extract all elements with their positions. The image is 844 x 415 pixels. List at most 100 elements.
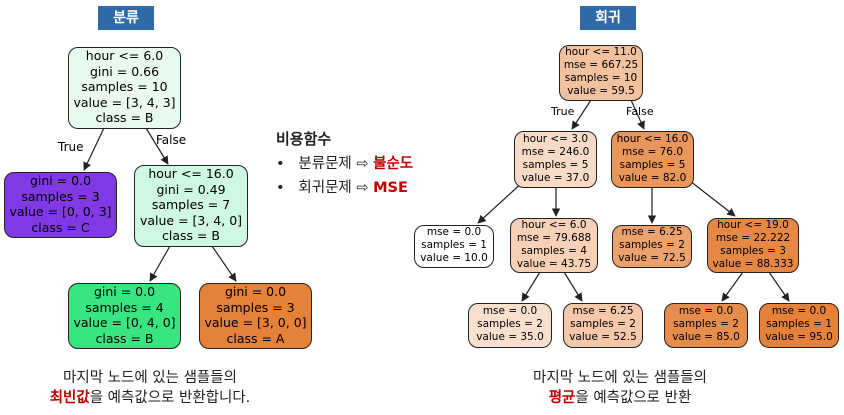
cost-note-text: 분류문제 ⇨ — [298, 156, 374, 172]
node-line: mse = 6.25 — [572, 305, 634, 317]
edge-reg-n6-left — [721, 271, 744, 302]
node-line: value = 10.0 — [420, 252, 488, 264]
node-line: value = 37.0 — [521, 171, 590, 184]
node-line: samples = 1 — [766, 318, 832, 330]
node-line: samples = 2 — [570, 318, 636, 330]
edge-reg-n4-right — [563, 271, 583, 302]
node-line: mse = 0.0 — [771, 305, 827, 317]
node-line: mse = 667.25 — [563, 59, 639, 71]
edge-reg-n1-left — [477, 180, 525, 224]
node-line: gini = 0.0 — [224, 284, 287, 299]
cost-note-text: 회귀문제 ⇨ — [298, 180, 374, 196]
node-line: value = 72.5 — [618, 252, 686, 264]
node-line: hour <= 6.0 — [85, 48, 164, 64]
node-line: samples = 10 — [81, 79, 168, 95]
node-line: class = B — [95, 330, 154, 346]
node-line: hour <= 16.0 — [148, 166, 234, 182]
node-line: samples = 2 — [619, 239, 685, 251]
node-line: samples = 2 — [477, 318, 543, 330]
node-line: gini = 0.66 — [89, 63, 160, 79]
node-line: class = B — [95, 110, 154, 126]
node-line: hour <= 6.0 — [521, 219, 587, 231]
node-line: samples = 5 — [619, 158, 686, 171]
node-line: class = B — [161, 228, 221, 244]
node-line: value = 43.75 — [516, 258, 592, 270]
node-line: hour <= 19.0 — [717, 219, 789, 231]
node-line: value = [0, 4, 0] — [73, 315, 176, 330]
caption-keyword: 최빈값 — [49, 390, 90, 406]
node-line: mse = 246.0 — [521, 145, 590, 158]
cost-function-note: 비용함수 • 분류문제 ⇨ 불순도 • 회귀문제 ⇨ MSE — [276, 128, 413, 197]
node-line: mse = 22.222 — [715, 232, 791, 244]
node-line: samples = 4 — [521, 245, 587, 257]
edge-reg-root-left — [571, 99, 592, 130]
cost-note-item-classification: • 분류문제 ⇨ 불순도 — [276, 152, 413, 173]
node-line: mse = 76.0 — [621, 145, 683, 158]
node-line: hour <= 3.0 — [522, 132, 589, 145]
edge-reg-root-right — [630, 99, 645, 130]
node-line: value = 88.333 — [712, 258, 794, 270]
node-line: samples = 5 — [522, 158, 589, 171]
node-line: value = 35.0 — [476, 331, 544, 343]
node-line: samples = 3 — [21, 188, 100, 204]
caption-line1: 마지막 노드에 있는 샘플들의 — [63, 370, 237, 386]
regression-title: 회귀 — [580, 6, 636, 30]
node-line: samples = 10 — [564, 72, 638, 84]
cost-note-keyword: 불순도 — [373, 156, 414, 172]
caption-keyword: 평균 — [548, 390, 576, 406]
cls-true-label: True — [58, 140, 84, 154]
caption-line2: 최빈값을 예측값으로 반환합니다. — [0, 388, 300, 408]
node-line: value = 85.0 — [672, 331, 740, 343]
node-line: gini = 0.0 — [93, 284, 156, 299]
caption-line1: 마지막 노드에 있는 샘플들의 — [533, 370, 707, 386]
node-line: class = A — [226, 330, 285, 346]
edge-cls-n2-left — [149, 245, 171, 282]
node-line: samples = 2 — [673, 318, 739, 330]
node-line: mse = 0.0 — [678, 305, 734, 317]
node-line: samples = 7 — [151, 197, 231, 213]
node-line: hour <= 11.0 — [565, 46, 637, 58]
classification-title: 분류 — [98, 6, 154, 30]
node-line: samples = 4 — [85, 299, 164, 315]
classification-caption: 마지막 노드에 있는 샘플들의 최빈값을 예측값으로 반환합니다. — [0, 368, 300, 408]
node-line: value = [3, 4, 0] — [139, 212, 243, 228]
node-line: value = [3, 4, 3] — [73, 94, 176, 110]
node-line: mse = 6.25 — [621, 226, 683, 238]
edge-reg-n6-right — [768, 271, 790, 302]
caption-line2: 평균을 예측값으로 반환 — [470, 388, 770, 408]
reg-false-label: False — [626, 105, 654, 118]
node-line: gini = 0.0 — [29, 173, 92, 188]
cost-note-keyword: MSE — [373, 180, 408, 196]
reg-true-label: True — [551, 105, 575, 118]
edge-cls-n2-right — [211, 245, 237, 282]
cost-note-heading: 비용함수 — [276, 130, 332, 148]
node-line: samples = 1 — [421, 239, 487, 251]
cost-note-item-regression: • 회귀문제 ⇨ MSE — [276, 176, 413, 197]
node-line: samples = 3 — [720, 245, 786, 257]
caption-rest: 을 예측값으로 반환 — [575, 390, 692, 406]
node-line: value = [3, 0, 0] — [204, 315, 307, 330]
node-line: samples = 3 — [216, 299, 295, 315]
node-line: mse = 0.0 — [482, 305, 538, 317]
regression-caption: 마지막 노드에 있는 샘플들의 평균을 예측값으로 반환 — [470, 368, 770, 408]
node-line: mse = 79.688 — [516, 232, 592, 244]
node-line: mse = 0.0 — [426, 226, 482, 238]
edge-cls-root-left — [83, 127, 105, 171]
node-line: value = 95.0 — [765, 331, 833, 343]
node-line: value = 59.5 — [567, 85, 635, 97]
